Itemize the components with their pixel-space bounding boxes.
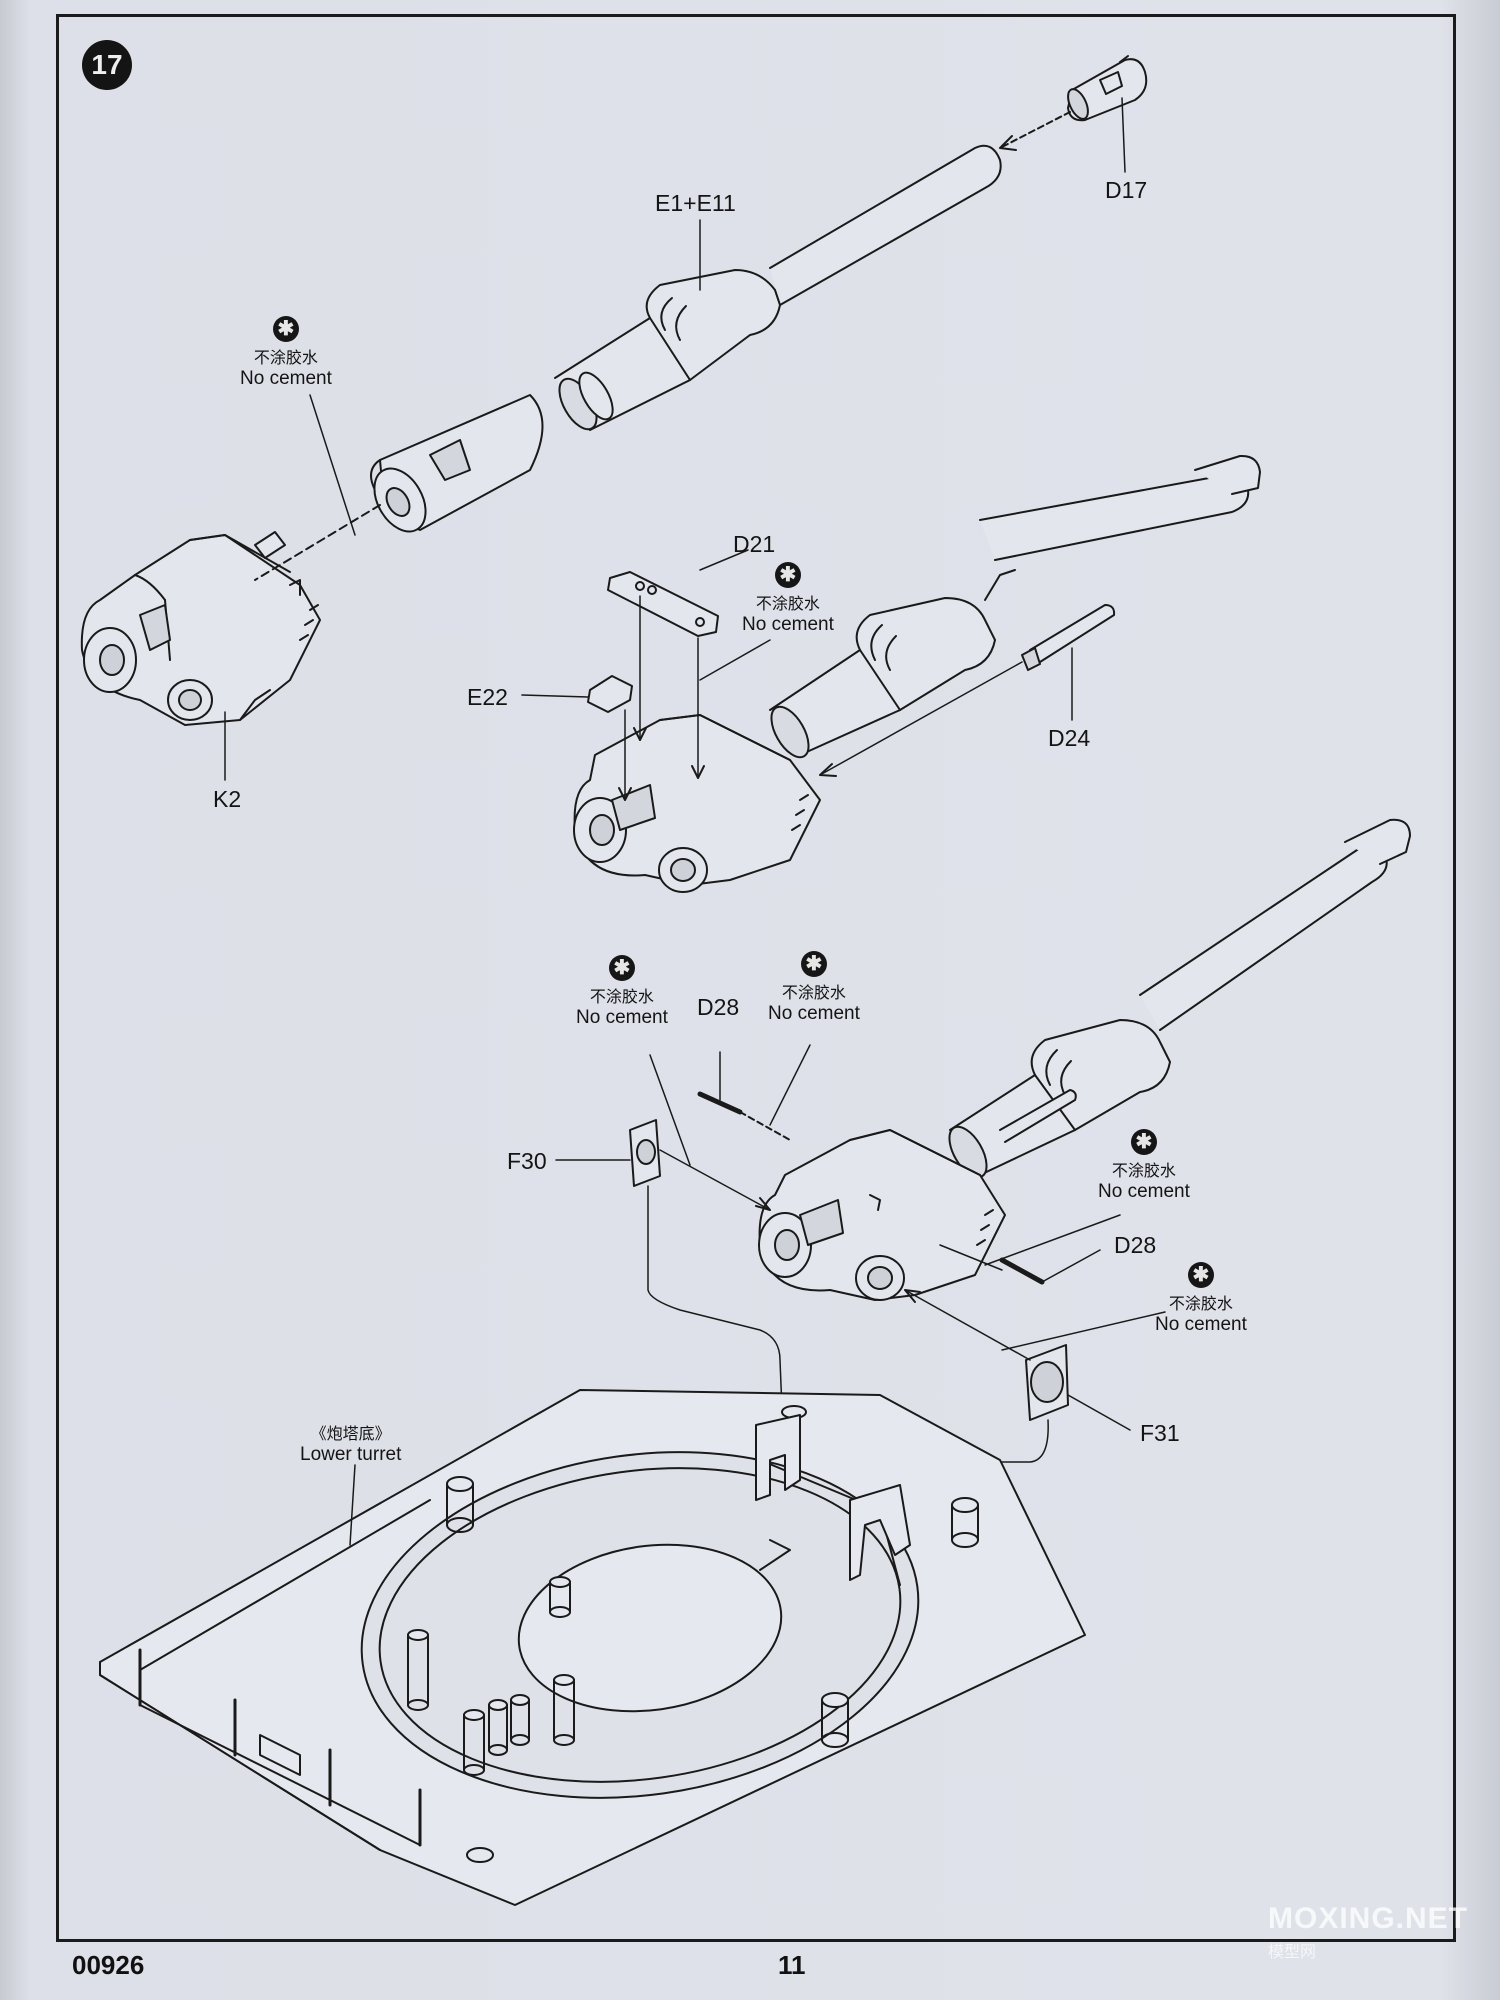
label-e1-e11: E1+E11 (655, 190, 736, 216)
no-cement-note-5: ✱ 不涂胶水 No cement (1098, 1129, 1190, 1202)
no-cement-note-1: ✱ 不涂胶水 No cement (240, 316, 332, 389)
kit-number: 00926 (72, 1950, 145, 1980)
part-f30 (629, 1119, 661, 1187)
step-number-badge: 17 (82, 40, 132, 90)
page-border (56, 14, 1456, 1942)
part-d21 (607, 571, 719, 637)
part-d24 (1021, 604, 1116, 671)
lower-gun-assembly (758, 818, 1411, 1301)
lower-turret-hull (99, 1389, 1086, 1906)
page-number: 11 (778, 1950, 806, 1980)
no-cement-note-6: ✱ 不涂胶水 No cement (1155, 1262, 1247, 1335)
middle-gun-assembly (573, 454, 1261, 893)
no-cement-icon: ✱ (272, 316, 299, 342)
part-e22 (587, 675, 633, 713)
label-k2: K2 (213, 786, 242, 812)
no-cement-icon: ✱ (1130, 1129, 1157, 1155)
label-e22: E22 (467, 684, 508, 710)
label-d28-right: D28 (1114, 1232, 1157, 1258)
part-f31 (1025, 1344, 1069, 1421)
label-d21: D21 (733, 531, 776, 557)
watermark-sub: 模型网 (1268, 1944, 1317, 1961)
watermark: MOXING.NET (1268, 1902, 1469, 1935)
no-cement-icon: ✱ (1187, 1262, 1214, 1288)
no-cement-icon: ✱ (800, 951, 827, 977)
label-f31: F31 (1140, 1420, 1180, 1446)
no-cement-icon: ✱ (774, 562, 801, 588)
muzzle-brake-d17 (1067, 55, 1148, 122)
no-cement-note-3: ✱ 不涂胶水 No cement (576, 955, 668, 1028)
no-cement-note-4: ✱ 不涂胶水 No cement (768, 951, 860, 1024)
label-d24: D24 (1048, 725, 1091, 751)
label-d28-top: D28 (697, 994, 740, 1020)
no-cement-note-2: ✱ 不涂胶水 No cement (742, 562, 834, 635)
lower-turret-label: 《炮塔底》 Lower turret (300, 1426, 402, 1465)
part-d28-pins (697, 1091, 1045, 1285)
barrel-e1-e11 (370, 144, 1002, 533)
label-f30: F30 (507, 1148, 547, 1174)
no-cement-icon: ✱ (608, 955, 635, 981)
label-d17: D17 (1105, 177, 1148, 203)
gun-cradle-k2 (80, 531, 321, 726)
